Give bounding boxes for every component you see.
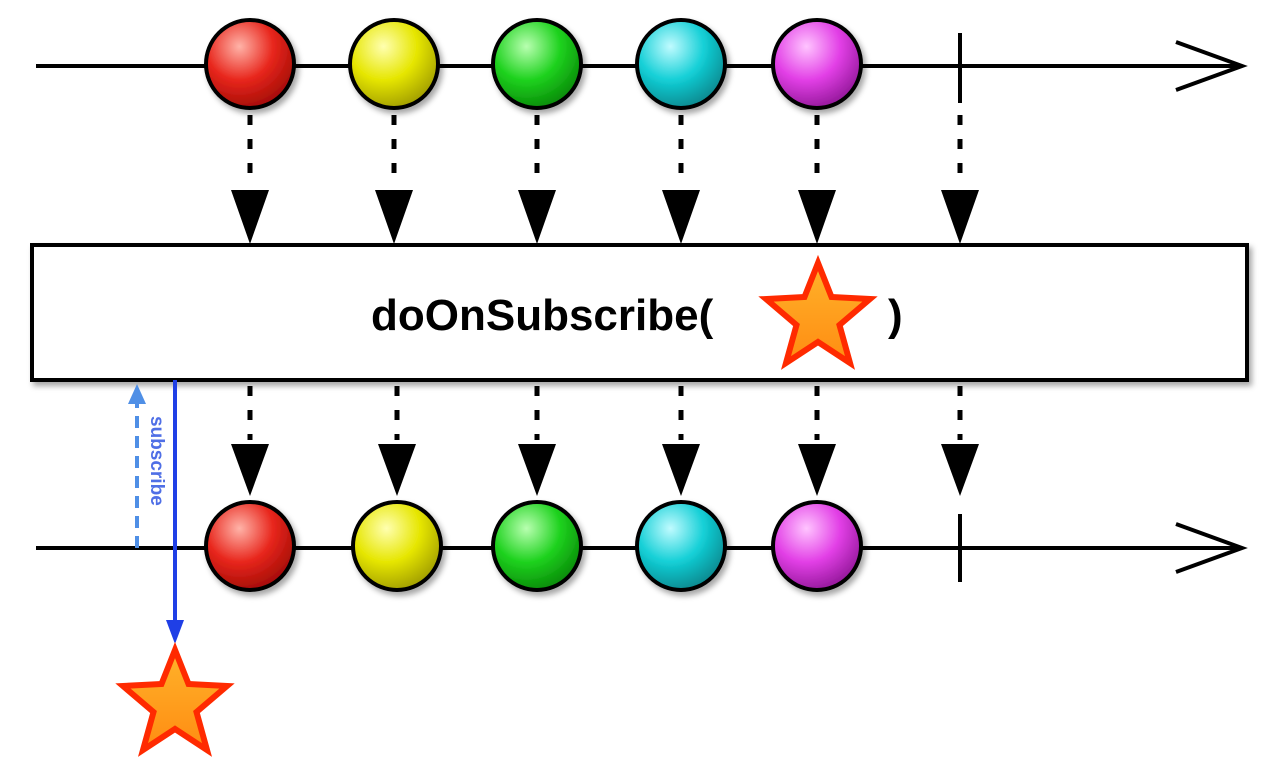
operator-box: doOnSubscribe( ) <box>30 243 1249 382</box>
subscribe-label: subscribe <box>146 416 167 506</box>
arrow-head-icon <box>1175 40 1248 92</box>
arrow-head-icon <box>941 190 979 244</box>
arrow-head-icon <box>231 444 269 496</box>
marble-cyan <box>635 18 727 110</box>
arrow-head-icon <box>1175 522 1248 574</box>
marble-cyan <box>635 500 727 592</box>
arrow-head-icon <box>941 444 979 496</box>
arrow-head-icon <box>378 444 416 496</box>
source-marbles <box>204 18 863 110</box>
arrow-head-icon <box>375 190 413 244</box>
input-arrow-heads <box>231 190 979 244</box>
arrow-head-icon <box>662 190 700 244</box>
arrow-head-icon <box>518 444 556 496</box>
star-icon <box>115 641 235 757</box>
output-arrows <box>247 386 963 440</box>
arrow-head-icon <box>798 444 836 496</box>
marble-red <box>204 18 296 110</box>
operator-label-prefix: doOnSubscribe( <box>371 291 714 340</box>
arrow-head-icon <box>518 190 556 244</box>
arrow-head-icon <box>231 190 269 244</box>
arrow-head-icon <box>798 190 836 244</box>
input-arrows <box>247 115 963 186</box>
arrow-head-icon <box>128 384 146 404</box>
output-arrow-heads <box>231 444 979 496</box>
operator-label-suffix: ) <box>888 291 903 340</box>
marble-magenta <box>771 500 863 592</box>
marble-yellow <box>348 18 440 110</box>
marble-magenta <box>771 18 863 110</box>
marble-red <box>204 500 296 592</box>
marble-yellow <box>351 500 443 592</box>
arrow-head-icon <box>166 620 184 644</box>
star-icon <box>758 254 878 370</box>
arrow-head-icon <box>662 444 700 496</box>
marble-green <box>491 18 583 110</box>
result-marbles <box>204 500 863 592</box>
subscribe-indicator: subscribe <box>115 380 235 757</box>
marble-green <box>491 500 583 592</box>
